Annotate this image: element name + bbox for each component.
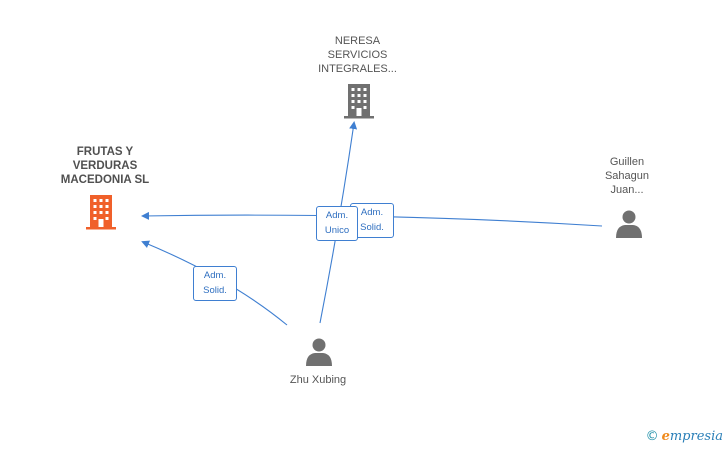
- building-icon[interactable]: [343, 83, 375, 119]
- brand-logo: ©empresia: [645, 429, 723, 444]
- building-icon[interactable]: [85, 194, 117, 230]
- person-icon[interactable]: [304, 337, 334, 367]
- person-icon[interactable]: [614, 209, 644, 239]
- node-label-frutas[interactable]: FRUTAS Y VERDURAS MACEDONIA SL: [60, 146, 150, 186]
- node-label-zhu[interactable]: Zhu Xubing: [289, 374, 347, 386]
- node-label-neresa[interactable]: NERESA SERVICIOS INTEGRALES...: [318, 35, 397, 75]
- node-label-guillen[interactable]: Guillen Sahagun Juan...: [604, 156, 650, 196]
- copyright-icon: ©: [645, 429, 659, 444]
- edge-label-zhu-frutas[interactable]: Adm. Solid.: [193, 266, 237, 301]
- edge-label-zhu-neresa[interactable]: Adm. Unico: [316, 206, 358, 241]
